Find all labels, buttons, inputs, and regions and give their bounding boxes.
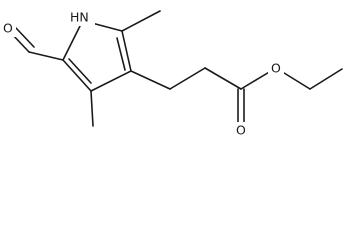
bond-c5-cho (28, 51, 64, 61)
aldehyde-oxygen-label: O (3, 21, 13, 36)
bond-c4-c5 (62, 59, 92, 92)
bond-c4-c5-inner (68, 58, 92, 84)
bond-ch2b-cco (204, 67, 242, 90)
carbonyl-oxygen-label: O (236, 123, 246, 138)
bond-c2-c3-inner (116, 37, 126, 71)
bond-c5-n1 (62, 25, 81, 61)
bond-ch2-ch3 (309, 68, 343, 90)
bond-c3-c4 (90, 70, 132, 92)
nitrogen-label: HN (70, 10, 89, 25)
bond-c4-methyl (90, 90, 94, 127)
bond-c3-ch2a (130, 70, 171, 90)
atom-labels: HN O O O (1, 8, 284, 138)
ester-oxygen-label: O (271, 61, 281, 76)
bond-cho-o-2 (15, 27, 35, 48)
bond-c2-c3 (121, 30, 132, 72)
bond-ch2a-ch2b (169, 67, 206, 90)
bonds (10, 10, 343, 127)
molecule-structure: HN O O O (1, 8, 343, 138)
bond-c2-methyl (121, 10, 161, 32)
